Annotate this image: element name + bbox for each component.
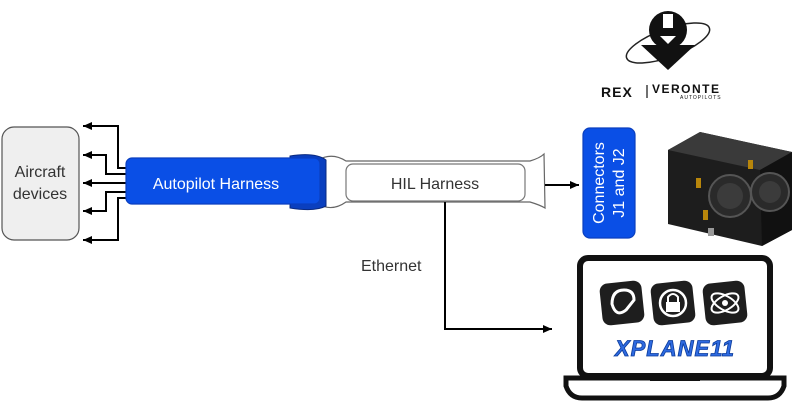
logo-sub-text: AUTOPILOTS bbox=[680, 95, 722, 101]
orbit-app-icon bbox=[702, 280, 748, 326]
device-arrow-5 bbox=[83, 197, 126, 244]
cloud-link-icon bbox=[599, 280, 645, 326]
helmet-logo-icon bbox=[625, 11, 711, 70]
hil-harness-box bbox=[345, 163, 526, 202]
connectors-label-line2: J1 and J2 bbox=[611, 148, 628, 217]
autopilot-device-image bbox=[668, 132, 792, 246]
device-arrow-1 bbox=[83, 122, 126, 169]
aircraft-devices-node: Aircraft devices bbox=[1, 126, 80, 241]
xplane-banner: XPLANE11 bbox=[613, 336, 735, 362]
device-arrow-4 bbox=[83, 191, 126, 215]
autopilot-harness-node: Autopilot Harness bbox=[125, 154, 327, 211]
ethernet-label: Ethernet bbox=[361, 258, 422, 275]
ethernet-arrow bbox=[444, 202, 552, 333]
hil-harness-cable: HIL Harness bbox=[317, 152, 546, 210]
device-arrow-2 bbox=[83, 151, 126, 175]
hil-harness-label: HIL Harness bbox=[391, 176, 479, 193]
logo-right-text: VERONTE bbox=[652, 82, 721, 96]
device-connection-arrows bbox=[83, 122, 126, 244]
connectors-label-line1: Connectors bbox=[591, 142, 608, 224]
laptop-image: XPLANE11 bbox=[563, 255, 787, 401]
autopilot-harness-label: Autopilot Harness bbox=[153, 176, 279, 193]
connectors-node: Connectors J1 and J2 bbox=[582, 127, 636, 239]
aircraft-devices-label-line1: Aircraft bbox=[15, 164, 66, 181]
veronte-logo: REX VERONTE AUTOPILOTS bbox=[601, 11, 722, 101]
xplane-banner-text: XPLANE11 bbox=[613, 336, 735, 361]
logo-left-text: REX bbox=[601, 84, 633, 100]
lock-app-icon bbox=[650, 280, 696, 326]
aircraft-devices-label-line2: devices bbox=[13, 186, 67, 203]
